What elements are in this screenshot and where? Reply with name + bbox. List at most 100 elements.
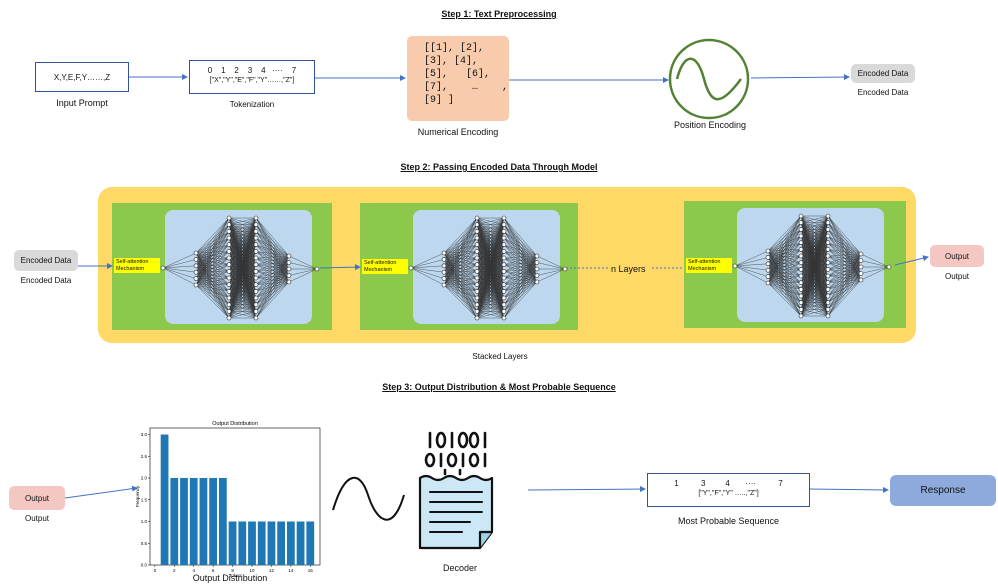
encoded-data-caption-step1: Encoded Data [857,88,909,97]
nn-edge [800,255,829,317]
nn-edge [255,255,290,299]
nn-edge [443,224,478,286]
nn-edge [800,302,829,317]
nn-node [825,233,831,239]
nn-edge [800,295,829,317]
nn-node [474,262,480,267]
nn-edge [767,282,802,290]
nn-edge [536,268,566,276]
nn-edge [827,253,862,263]
nn-edge [827,235,862,255]
nn-edge [443,217,478,286]
nn-edge [228,217,257,232]
nn-edge [228,231,257,319]
nn-edge [734,257,769,267]
nn-node [253,302,259,307]
nn-edge [476,264,505,319]
nn-edge [228,217,257,259]
nn-node [825,280,831,285]
nn-edge [162,267,197,279]
nn-edge [827,260,862,317]
nn-edge [162,267,197,286]
nn-edge [767,275,802,284]
x-tick-label: 12 [269,568,275,573]
x-tick-label: 4 [192,568,195,573]
nn-edge [476,217,505,239]
y-tick-label: 1.0 [141,519,148,524]
nn-node [226,309,232,314]
nn-edge [800,249,829,317]
nn-edge [827,229,862,255]
nn-node [858,251,864,257]
nn-edge [255,255,290,285]
nn-node [253,295,259,301]
numeric-line: [5], [6], [424,69,491,80]
nn-node [798,267,804,272]
nn-edge [476,217,505,232]
nn-node [765,280,771,286]
nn-edge [195,244,230,286]
nn-node [474,255,480,261]
nn-edge [443,284,478,299]
nn-node [858,258,864,263]
token-strings: ["X","Y","E","F","Y"……,"Z"] [209,77,295,84]
nn-edge [767,262,802,284]
nn-edge [767,269,802,284]
nn-node [765,248,771,254]
nn-edge [476,217,505,319]
nn-node [286,266,292,272]
numeric-line: [[1], [2], [424,43,485,54]
nn-edge [476,217,505,279]
output-caption-step2: Output [944,272,969,281]
nn-edge [503,255,538,305]
output-box-step2: Output [930,245,984,267]
nn-edge [410,252,445,269]
arrow-output-to-distribution [64,485,138,499]
nn-node [825,313,831,319]
nn-edge [767,282,802,303]
nn-edge [255,275,290,319]
nn-node [253,235,259,241]
nn-edge [476,217,505,272]
nn-node [825,253,831,259]
chart-bar [170,478,179,565]
nn-edge [228,244,257,319]
nn-node [798,227,804,232]
encoded-data-box-step1: Encoded Data [851,64,915,83]
nn-node [858,264,864,270]
nn-edge [827,253,862,303]
nn-node [441,276,447,281]
nn-edge [443,284,478,319]
nn-edge [410,259,445,269]
nn-node [253,222,259,227]
nn-edge [476,217,505,252]
nn-edge [228,217,257,292]
nn-node [798,307,804,312]
arrow-sequence-to-response [809,486,889,493]
nn-edge [255,255,290,305]
nn-edge [767,215,802,264]
nn-edge [800,215,829,297]
tokenization-caption: Tokenization [229,100,275,109]
nn-node [193,257,199,262]
x-tick-label: 16 [308,568,314,573]
nn-edge [800,215,829,277]
chart-bar [238,521,247,565]
nn-edge [503,237,538,257]
nn-node [474,282,480,287]
nn-edge [800,309,829,317]
nn-edge [476,217,505,265]
nn-edge [827,266,862,317]
nn-edge [800,215,829,230]
nn-edge [443,264,478,286]
nn-node [825,213,831,219]
x-tick-label: 6 [212,568,215,573]
nn-node [253,289,259,294]
nn-edge [767,222,802,284]
nn-node [798,273,804,279]
nn-node [474,269,480,274]
nn-edge [800,215,829,290]
nn-edge [228,237,257,319]
nn-edge [767,215,802,277]
